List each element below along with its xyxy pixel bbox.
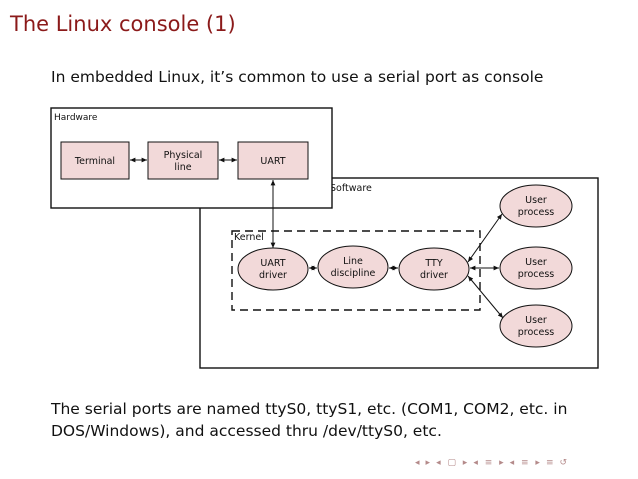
tty-driver-label-2: driver [420, 270, 448, 281]
terminal-node [60, 141, 130, 180]
user-process-3-label-1: User [525, 315, 547, 326]
user-process-node-2 [499, 246, 573, 290]
menu-icon[interactable]: ≡ [545, 458, 556, 468]
user-process-1-label-2: process [518, 207, 555, 218]
section-icon[interactable]: ◂ ≡ ▸ [473, 458, 506, 468]
slide-title: The Linux console (1) [10, 12, 236, 36]
subsection-icon[interactable]: ◂ ≡ ▸ [509, 458, 542, 468]
arrow-tty-process-1 [467, 213, 503, 263]
terminal-label: Terminal [74, 156, 115, 167]
software-label: Software [330, 183, 372, 194]
user-process-2-label-2: process [518, 269, 555, 280]
search-icon[interactable]: ↺ [559, 458, 570, 468]
physical-line-node [147, 141, 219, 180]
user-process-node-3 [499, 304, 573, 348]
uart-driver-label-2: driver [259, 270, 287, 281]
tty-driver-node [398, 247, 470, 291]
user-process-1-label-1: User [525, 195, 547, 206]
line-discipline-label-2: discipline [331, 268, 376, 279]
physical-line-label-1: Physical [164, 150, 203, 161]
kernel-box [231, 230, 481, 311]
hardware-label: Hardware [54, 113, 98, 123]
frame-icon[interactable]: ◂ ▢ ▸ [436, 458, 470, 468]
user-process-node-1 [499, 184, 573, 228]
nav-left-icon[interactable]: ◂ [415, 458, 422, 468]
arrow-tty-process-3 [467, 275, 504, 319]
line-discipline-node [317, 245, 389, 289]
intro-text: In embedded Linux, it’s common to use a … [51, 68, 544, 86]
user-process-2-label-1: User [525, 257, 547, 268]
physical-line-label-2: line [174, 162, 191, 173]
outro-text: The serial ports are named ttyS0, ttyS1,… [51, 400, 568, 440]
tty-driver-label-1: TTY [424, 258, 442, 269]
uart-driver-node [237, 247, 309, 291]
beamer-nav-bar: ◂ ▸ ◂ ▢ ▸ ◂ ≡ ▸ ◂ ≡ ▸ ≡ ↺ [415, 458, 569, 468]
line-discipline-label-1: Line [343, 256, 363, 267]
user-process-3-label-2: process [518, 327, 555, 338]
uart-label: UART [260, 156, 285, 167]
uart-node [237, 141, 309, 180]
kernel-label: Kernel [234, 232, 264, 243]
uart-driver-label-1: UART [260, 258, 285, 269]
nav-right-icon[interactable]: ▸ [425, 458, 433, 468]
